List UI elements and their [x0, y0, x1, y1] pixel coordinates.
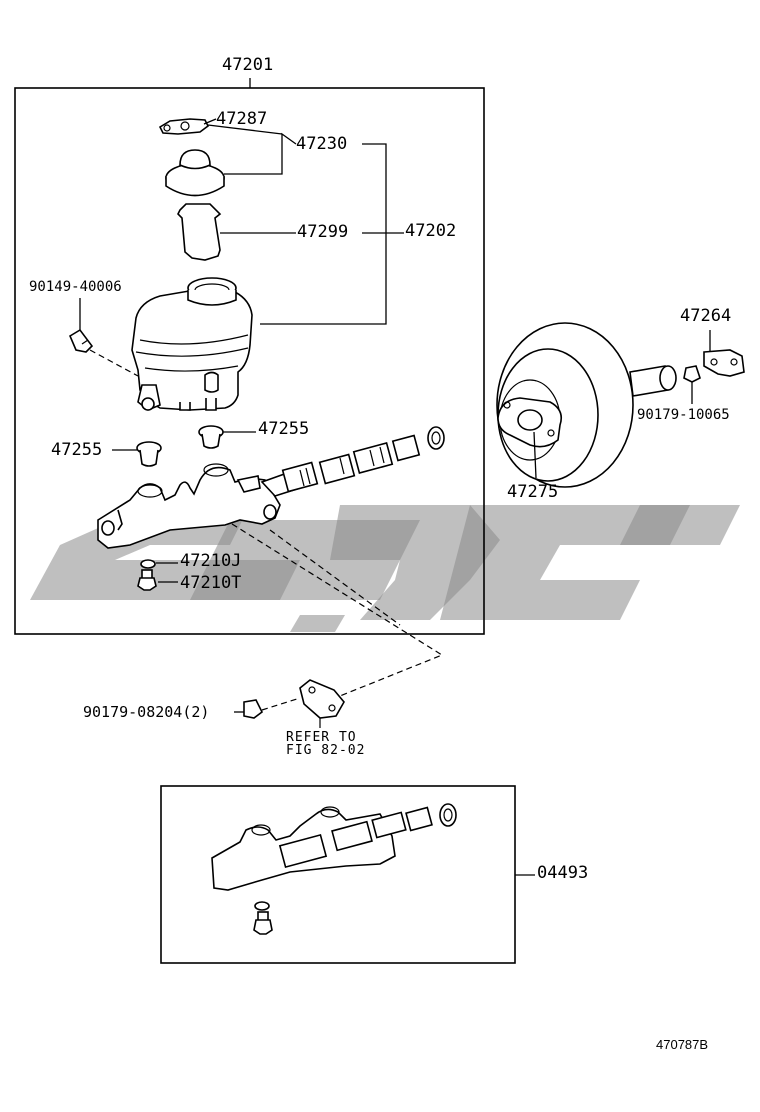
plug-t-part [137, 569, 157, 591]
watermark-logo [30, 505, 740, 632]
label-47201: 47201 [222, 55, 273, 75]
label-90179-10065: 90179-10065 [637, 407, 730, 423]
label-47299: 47299 [297, 222, 348, 242]
kit-master-cylinder [211, 803, 457, 891]
label-47230: 47230 [296, 134, 347, 154]
grommet-right [198, 425, 224, 449]
gasket-j-part [140, 559, 156, 569]
clevis-bracket [703, 349, 745, 377]
label-90179-08204: 90179-08204(2) [83, 703, 209, 721]
reservoir-tank [131, 277, 253, 411]
label-47264: 47264 [680, 306, 731, 326]
refer-text-line1: REFER TO [286, 730, 357, 745]
flange-nut [243, 699, 264, 719]
label-47255-left: 47255 [51, 440, 102, 460]
label-04493: 04493 [537, 863, 588, 883]
figure-code: 470787B [656, 1037, 708, 1052]
strainer-part [177, 203, 222, 261]
grommet-left [136, 441, 162, 467]
booster-nut [683, 365, 701, 383]
label-47210J: 47210J [180, 551, 241, 571]
label-47255-right: 47255 [258, 419, 309, 439]
mounting-flange [299, 679, 345, 728]
label-47275: 47275 [507, 482, 558, 502]
brake-booster [496, 322, 677, 488]
label-47202: 47202 [405, 221, 456, 241]
master-cylinder [97, 463, 281, 549]
reservoir-screw [68, 328, 94, 353]
gasket-part [158, 118, 210, 135]
refer-text-line2: FIG 82-02 [286, 743, 365, 758]
label-47210T: 47210T [180, 573, 241, 593]
kit-plug [253, 901, 273, 935]
piston-assembly [260, 426, 445, 497]
label-47287: 47287 [216, 109, 267, 129]
label-90149-40006: 90149-40006 [29, 279, 122, 295]
reservoir-cap [165, 149, 225, 197]
